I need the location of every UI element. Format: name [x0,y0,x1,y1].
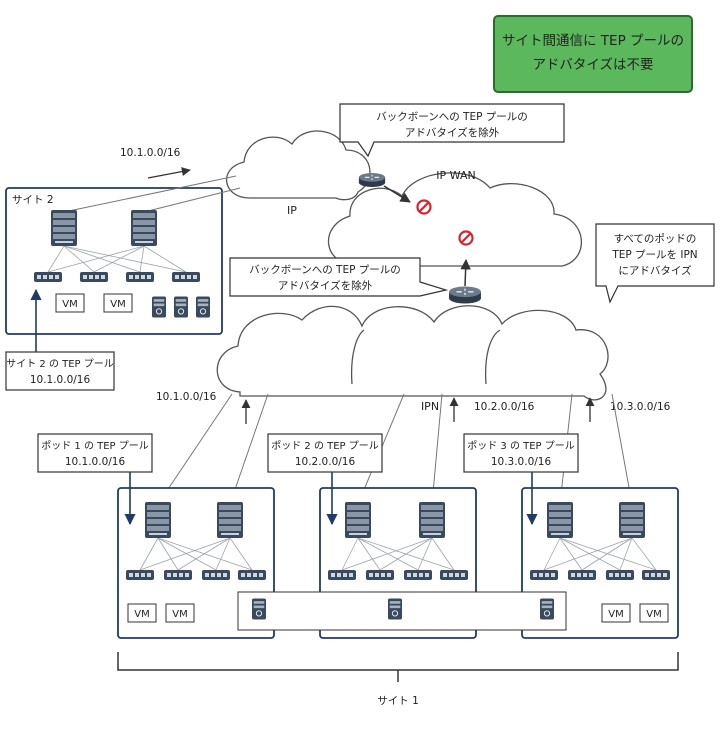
site2-uplink [63,175,237,213]
banner-line-2: アドバタイズは不要 [532,57,653,73]
svg-text:VM: VM [62,299,77,310]
site2-leaf [126,272,154,282]
site2-leaf [172,272,200,282]
vm-box [601,603,631,623]
pod2-pool-label: ポッド 2 の TEP プール 10.2.0.0/16 [267,433,383,473]
pod3-leaf [568,570,596,580]
site2-pool-box [5,351,115,391]
apic-server [174,296,188,318]
svg-text:VM: VM [172,609,187,620]
apic-cluster-box [237,591,567,631]
svg-text:アドバタイズを除外: アドバタイズを除外 [405,126,500,139]
pod3-pool-label: ポッド 3 の TEP プール 10.3.0.0/16 [463,433,579,473]
site2-title: サイト 2 [12,194,54,206]
route-arrow-top [147,167,191,179]
site2-fabric-links [47,245,187,273]
site1-bracket [117,652,679,682]
ip-cloud [226,130,371,201]
svg-text:バックボーンへの TEP プールの: バックボーンへの TEP プールの [376,111,528,123]
pod3-spine [547,502,573,538]
vm-box [639,603,669,623]
pod1-leaf [202,570,230,580]
callout-exclude-mid: バックボーンへの TEP プールの アドバタイズを除外 [229,257,449,297]
ip-cloud-label: IP [287,204,297,217]
pod2-spine [345,502,371,538]
svg-text:VM: VM [646,609,661,620]
pod1-spine [145,502,171,538]
apic-server [540,598,554,620]
prohibited-icon [458,230,474,246]
site2-leaf [80,272,108,282]
vm-box [103,293,133,313]
pod2-spine [419,502,445,538]
pod1-spine [217,502,243,538]
svg-text:すべてのポッドの: すべてのポッドの [614,233,697,245]
svg-text:10.1.0.0/16: 10.1.0.0/16 [65,456,126,468]
svg-text:にアドバタイズ: にアドバタイズ [618,264,691,277]
ip-wan-cloud [327,172,583,267]
apic-server [196,296,210,318]
pod2-leaf [404,570,432,580]
svg-text:TEP プールを IPN: TEP プールを IPN [611,249,697,261]
pod3-leaf [606,570,634,580]
apic-server [152,296,166,318]
pod-uplinks [157,393,633,505]
svg-text:ポッド 2 の TEP プール: ポッド 2 の TEP プール [271,440,379,452]
callout-exclude-top: バックボーンへの TEP プールの アドバタイズを除外 [339,103,565,158]
pod2-leaf [440,570,468,580]
ipn-cloud [216,305,609,401]
svg-text:アドバタイズを除外: アドバタイズを除外 [278,279,373,292]
route-label-pod1: 10.1.0.0/16 [156,391,217,403]
ipn-label: IPN [421,400,439,413]
svg-text:サイト 2 の TEP プール: サイト 2 の TEP プール [6,358,114,370]
vm-box [127,603,157,623]
wan-link-top [383,185,411,203]
apic-server [388,598,402,620]
route-label-pod3: 10.3.0.0/16 [610,401,671,413]
svg-text:ポッド 3 の TEP プール: ポッド 3 の TEP プール [467,440,575,452]
site2-leaf [34,272,62,282]
svg-text:VM: VM [110,299,125,310]
svg-text:10.1.0.0/16: 10.1.0.0/16 [30,374,91,386]
route-label-top: 10.1.0.0/16 [120,147,181,159]
pod2-leaf [366,570,394,580]
svg-text:バックボーンへの TEP プールの: バックボーンへの TEP プールの [249,264,401,276]
svg-text:VM: VM [608,609,623,620]
apic-server [252,598,266,620]
pod3-spine [619,502,645,538]
wan-link-bottom [460,258,471,287]
pod1-pool-label: ポッド 1 の TEP プール 10.1.0.0/16 [37,433,153,473]
svg-text:VM: VM [134,609,149,620]
pod3-leaf [530,570,558,580]
wan-router-top [358,172,386,188]
pod1-leaf [164,570,192,580]
pod3-leaf [642,570,670,580]
banner-line-1: サイト間通信に TEP プールの [502,33,684,49]
vm-box [55,293,85,313]
site2-spine [51,210,77,246]
svg-text:ポッド 1 の TEP プール: ポッド 1 の TEP プール [41,440,149,452]
pod-fabric-links [139,537,657,571]
pod1-leaf [126,570,154,580]
site1-label: サイト 1 [377,695,419,707]
wan-router-bottom [448,286,482,304]
ip-wan-label: IP WAN [436,169,475,182]
svg-text:10.3.0.0/16: 10.3.0.0/16 [491,456,552,468]
site2-spine [131,210,157,246]
prohibited-icon [416,199,432,215]
pod2-leaf [328,570,356,580]
banner: サイト間通信に TEP プールの アドバタイズは不要 [493,15,693,93]
svg-text:10.2.0.0/16: 10.2.0.0/16 [295,456,356,468]
ipn-cloud-inner [350,329,501,385]
pod1-leaf [238,570,266,580]
vm-box [165,603,195,623]
site2-uplink [143,187,241,213]
callout-advertise-all: すべてのポッドの TEP プールを IPN にアドバタイズ [595,223,715,304]
route-label-pod2: 10.2.0.0/16 [474,401,535,413]
